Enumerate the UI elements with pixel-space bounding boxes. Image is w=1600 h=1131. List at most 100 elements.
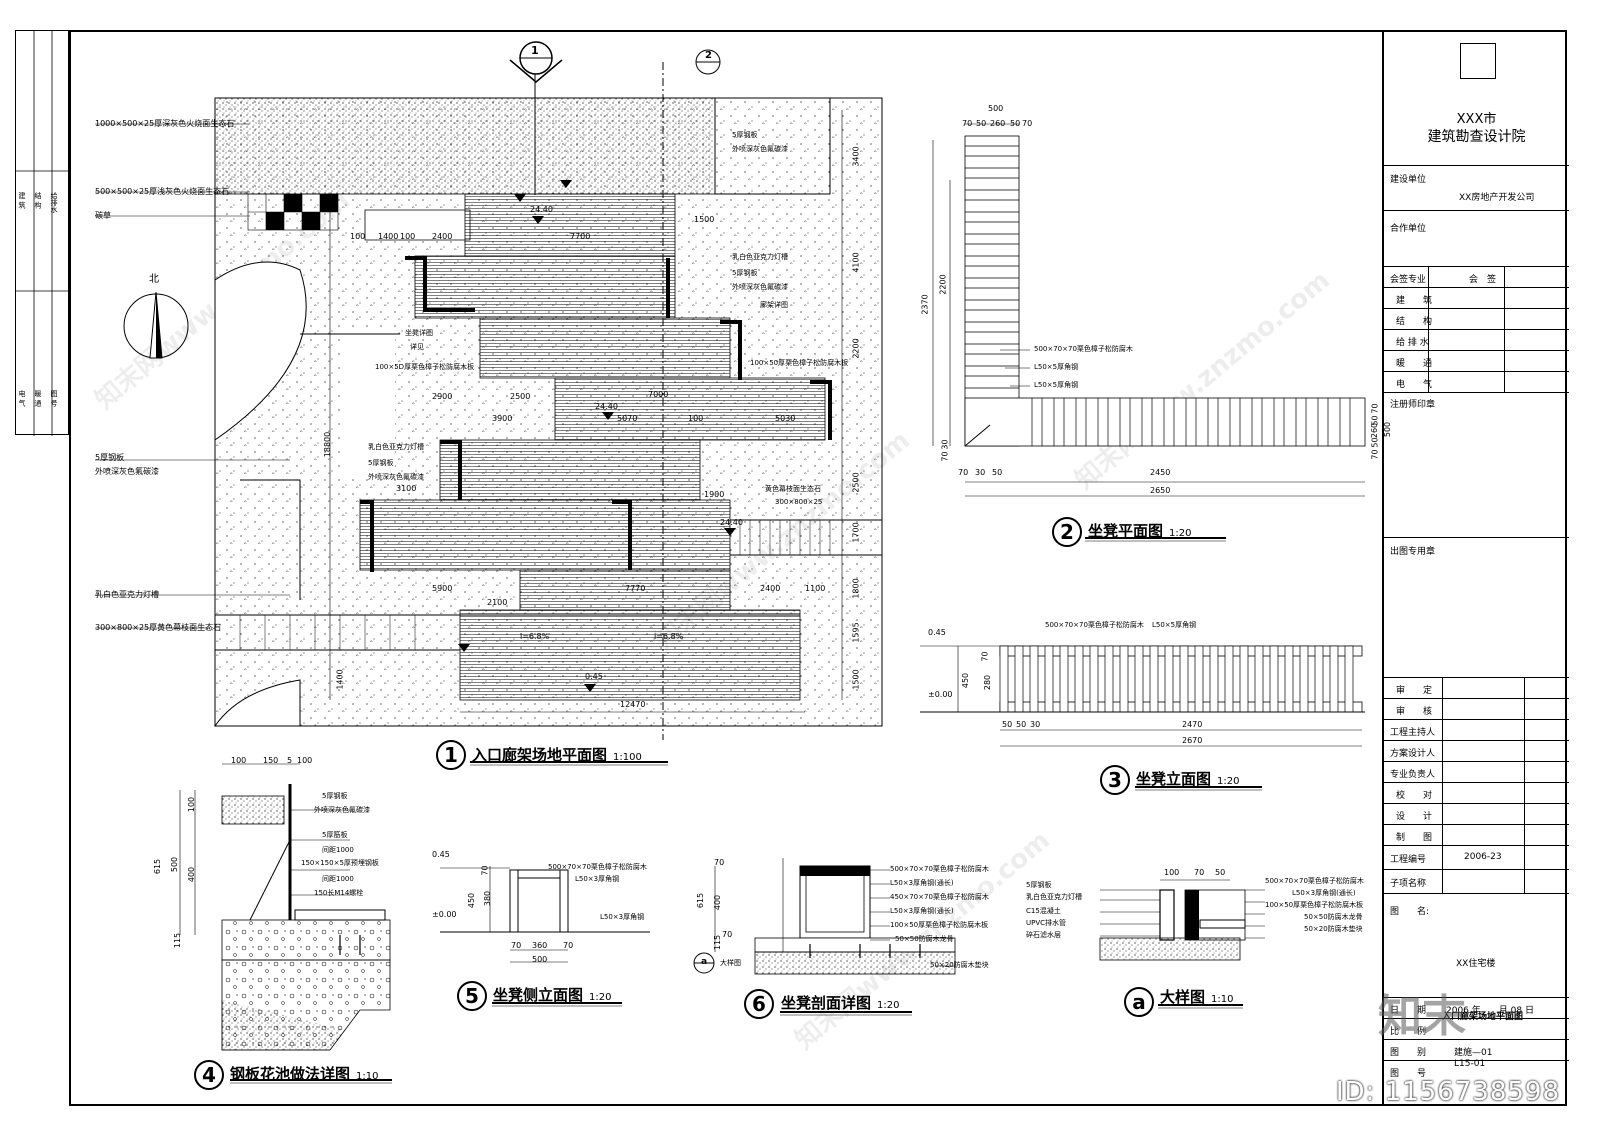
- dim-label: 2100: [487, 598, 508, 607]
- dim-label: 2900: [432, 392, 453, 401]
- dim-label: 100: [1164, 868, 1180, 877]
- stamp-label: 电 气: [18, 390, 26, 407]
- section-note: 大样图: [720, 959, 741, 967]
- pool-note: 外喷深灰色氟碳漆: [314, 806, 370, 814]
- approval-row: 审 定: [1384, 677, 1569, 698]
- dim-label: 5070: [617, 414, 638, 423]
- dim-label: 12470: [620, 700, 646, 709]
- approval-row: 校 对: [1384, 782, 1569, 803]
- pool-note: 5厚筋板: [322, 831, 348, 839]
- pool-note: 150×150×5厚预埋钢板: [301, 859, 379, 867]
- dim-label: 2200: [851, 338, 861, 359]
- title-block: XXX市 建筑勘查设计院 建设单位 XX房地产开发公司 合作单位 会签专业 会 …: [1382, 30, 1569, 1106]
- city-name: XXX市: [1456, 112, 1497, 127]
- sign-row: 电 气: [1384, 371, 1569, 392]
- plan-note: 详见: [410, 343, 424, 351]
- level-label: 24.40: [530, 205, 553, 214]
- bench-note: L50×5厚角钢: [1034, 363, 1079, 371]
- section-note: L50×3厚角钢(通长): [890, 907, 954, 915]
- stamp-label: 图 号: [50, 390, 58, 407]
- title-number-3: 3: [1100, 765, 1130, 795]
- logo-box: [1460, 43, 1496, 79]
- level-label: 0.45: [432, 850, 450, 859]
- detail-a-note: 50×20防腐木垫块: [1304, 925, 1363, 933]
- plan-note: 乳白色亚克力灯槽: [95, 590, 159, 599]
- plan-note: 5厚钢板: [368, 459, 394, 467]
- section-note: 50×50防腐木龙骨: [895, 935, 954, 943]
- drawing-name-row: 图 名: XX住宅楼: [1384, 893, 1569, 997]
- dim-label: 70: [480, 865, 490, 876]
- title-number-2: 2: [1052, 517, 1082, 547]
- sheet-type-row: 图 别 建施—01: [1384, 1039, 1569, 1060]
- title-number-a: a: [1124, 987, 1154, 1017]
- dim-label: 450: [467, 892, 477, 909]
- sign-row: 给 排 水: [1384, 329, 1569, 350]
- dim-label: 2400: [760, 584, 781, 593]
- side-note: 500×70×70栗色樟子松防腐木: [548, 863, 647, 871]
- image-id-label: ID: 1156738598: [1335, 1077, 1560, 1107]
- pool-note: 5厚钢板: [322, 792, 348, 800]
- section-note: 500×70×70栗色樟子松防腐木: [890, 865, 989, 873]
- dim-label: 70: [1194, 868, 1205, 877]
- plan-note: 坐凳详图: [405, 329, 433, 337]
- level-label: 24.40: [720, 518, 743, 527]
- dim-label: 50: [992, 468, 1003, 477]
- dim-label: 70: [511, 941, 522, 950]
- dim-label: 2470: [1182, 720, 1203, 729]
- dim-label: 1900: [704, 490, 725, 499]
- dim-label: 70: [958, 468, 969, 477]
- title-number-5: 5: [457, 981, 487, 1011]
- dim-label: 500: [988, 104, 1004, 113]
- pool-note: 150长M14螺栓: [314, 889, 364, 897]
- dim-label: 70: [722, 930, 733, 939]
- plan-note: 5厚钢板: [732, 269, 758, 277]
- dim-label: 400: [713, 894, 723, 911]
- dim-label: 30: [1030, 720, 1041, 729]
- detail-a-note: 碎石滤水层: [1026, 931, 1061, 939]
- dim-label: 50: [1002, 720, 1013, 729]
- dim-label: 100: [297, 756, 313, 765]
- dim-label: 7770: [625, 584, 646, 593]
- project-no-row: 工程编号 2006-23: [1384, 845, 1569, 869]
- detail-a-note: 乳白色亚克力灯槽: [1026, 893, 1082, 901]
- level-label: 0.45: [585, 672, 603, 681]
- dim-label: 7700: [570, 232, 591, 241]
- approval-row: 设 计: [1384, 803, 1569, 824]
- detail-marker-a: a: [701, 957, 708, 967]
- plan-note: 碳草: [95, 211, 111, 220]
- dim-label: 2370: [920, 294, 930, 315]
- title-number-6: 6: [744, 989, 774, 1019]
- dim-label: 3400: [851, 146, 861, 167]
- plan-note: 500×500×25厚浅灰色火烧面生态石: [95, 187, 230, 196]
- dim-label: 1700: [851, 522, 861, 543]
- dim-label: 100: [350, 232, 366, 241]
- section-note: L50×3厚角钢(通长): [890, 879, 954, 887]
- level-label: 24.40: [595, 402, 618, 411]
- dim-label: 615: [153, 858, 163, 875]
- detail-a-note: UPVC排水管: [1026, 919, 1067, 927]
- section-marker-1: 1: [531, 44, 539, 57]
- out-stamp-row: 出图专用章: [1384, 537, 1569, 677]
- sheet-border: [69, 30, 1567, 1106]
- side-note: L50×3厚角钢: [575, 875, 620, 883]
- dim-label: 1400: [378, 232, 399, 241]
- ratio-row: 比 例 入口廊架场地平面图: [1384, 1012, 1569, 1039]
- bench-note: 500×70×70栗色樟子松防腐木: [1034, 345, 1133, 353]
- dim-label: 1100: [805, 584, 826, 593]
- dim-label: 100: [187, 796, 197, 813]
- dim-label: 280: [983, 674, 993, 691]
- dim-label: 50: [1010, 119, 1021, 128]
- plan-note: 300×800×25厚黄色幕枝面生态石: [95, 623, 222, 632]
- dim-label: 70: [563, 941, 574, 950]
- detail-a-note: L50×3厚角钢(通长): [1292, 889, 1356, 897]
- slope-label: i=6.8%: [654, 632, 684, 641]
- dim-label: 70: [980, 651, 990, 662]
- detail-a-note: C15混凝土: [1026, 907, 1061, 915]
- dim-label: 100: [231, 756, 247, 765]
- elev-note: 500×70×70栗色樟子松防腐木: [1045, 621, 1144, 629]
- dim-label: 50: [1370, 437, 1380, 448]
